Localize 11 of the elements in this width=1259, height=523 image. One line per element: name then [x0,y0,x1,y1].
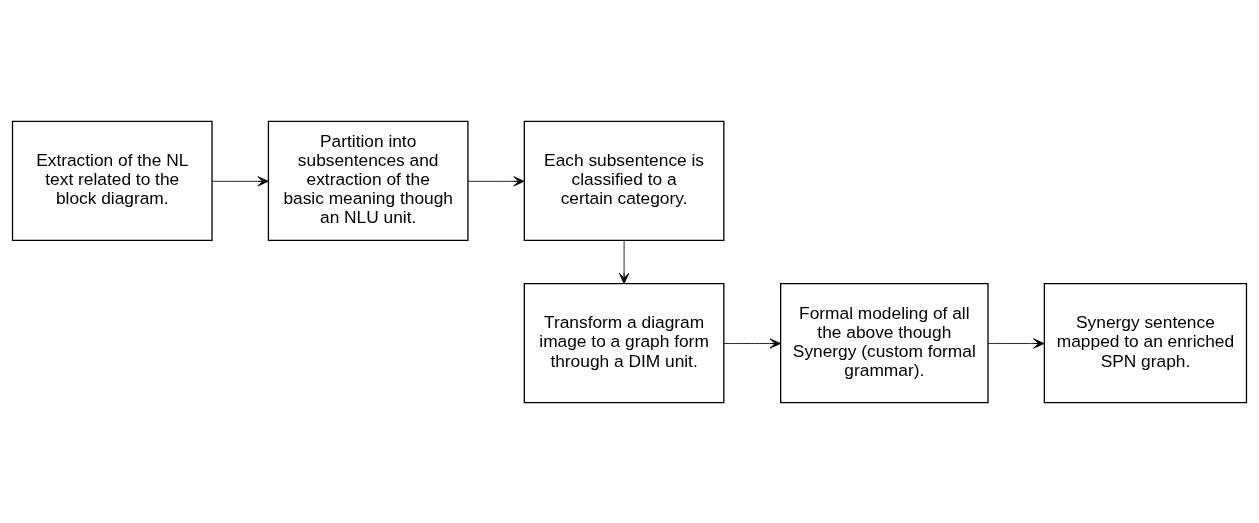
node-box: Formal modeling of all the above though Synergy (custom formal grammar). [780,282,989,403]
arrow [987,337,1045,349]
arrow [467,175,525,186]
node-box: Extraction of the NL text related to the block diagram. [11,120,213,241]
node-box: Synergy sentence mapped to an enriched SPN graph. [1043,282,1248,403]
node-box: Partition into subsentences and extraction of the basic meaning though an NLU unit. [267,120,469,241]
arrow [618,239,630,284]
node-box: Each subsentence is classified to a certain category. [523,120,725,241]
node-box: Transform a diagram image to a graph form through a DIM unit. [523,282,725,403]
arrow [723,337,781,349]
arrow [211,175,269,186]
